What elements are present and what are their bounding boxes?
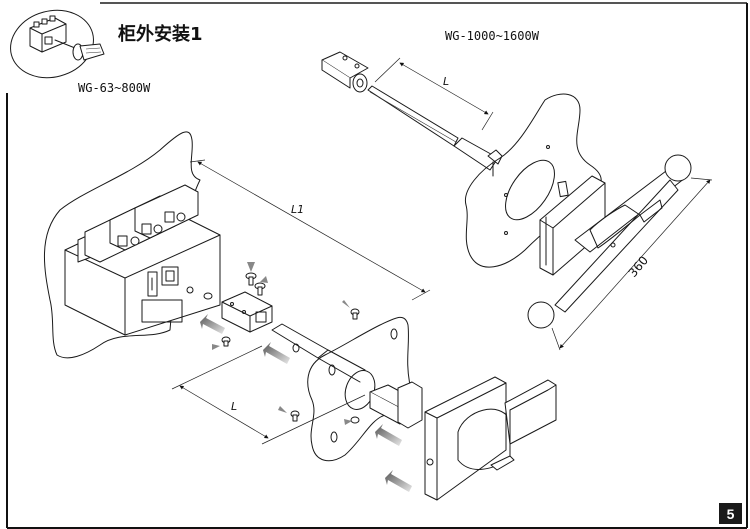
large-model-assembly: L 360 xyxy=(321,51,713,351)
coupling-assembly xyxy=(203,262,366,425)
small-model-thumbnail xyxy=(10,9,105,79)
assembly-direction-arrows xyxy=(200,314,412,492)
screw-icon xyxy=(203,272,360,424)
page-frame xyxy=(6,2,748,529)
dimension-label-l1: L1 xyxy=(291,203,304,216)
dimension-label-360: 360 xyxy=(626,253,651,280)
page-number: 5 xyxy=(727,506,735,522)
dimension-l1: L1 xyxy=(189,159,431,301)
dimension-label-l: L xyxy=(231,400,237,413)
page-number-badge: 5 xyxy=(719,503,742,524)
handle-assembly xyxy=(369,376,557,501)
dimension-l: L xyxy=(171,345,366,445)
switch-body-assembly xyxy=(44,131,221,359)
model-label-large: WG-1000~1600W xyxy=(445,29,540,43)
page-title: 柜外安装1 xyxy=(118,23,203,45)
dimension-label-l-large: L xyxy=(443,75,449,88)
model-label-small: WG-63~800W xyxy=(78,81,151,95)
